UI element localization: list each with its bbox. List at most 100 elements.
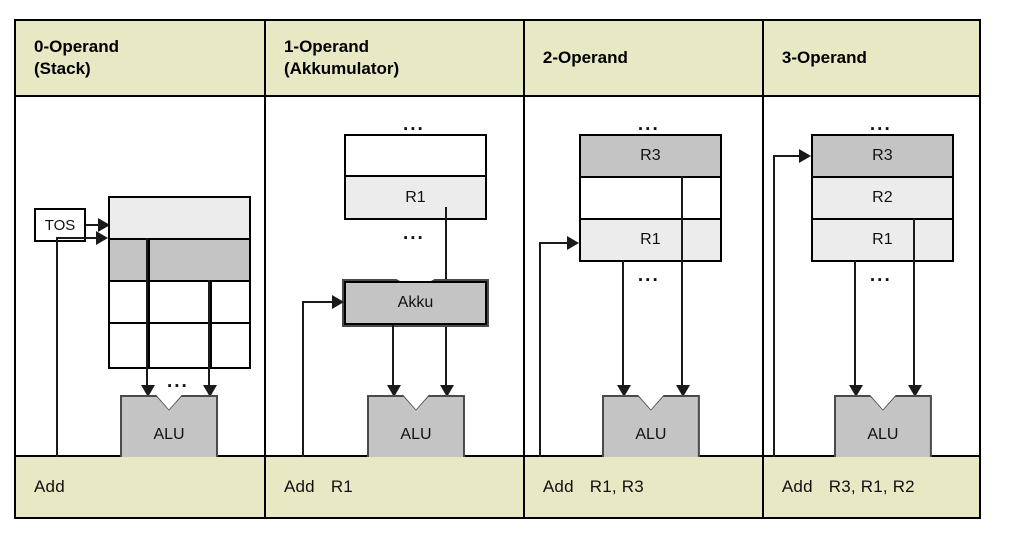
- register-cell-r3: R3: [580, 136, 720, 178]
- instruction-operands-1: R1: [330, 477, 353, 496]
- register-top-ellipsis: ...: [869, 114, 892, 135]
- instruction-cell-2-operand: Add R1, R3: [524, 457, 764, 517]
- operand-arrowhead-right: [907, 385, 922, 397]
- operand-comparison-table: 0-Operand (Stack) 1-Operand (Akkumulator…: [14, 19, 981, 519]
- feedback-arrow-head: [566, 236, 579, 250]
- register-bottom-ellipsis: ...: [869, 265, 892, 286]
- alu-label: ALU: [153, 426, 185, 443]
- operand-wire-right: [680, 176, 683, 388]
- accumulator-feedback-arrowhead: [331, 295, 344, 309]
- instruction-mnemonic-3: Add: [781, 477, 813, 496]
- alu-block: ALU: [603, 397, 698, 459]
- stack-machine-diagram: TOS: [16, 97, 264, 486]
- feedback-arrow-line: [772, 155, 805, 157]
- stack-divider-left: [148, 240, 150, 367]
- header-cell-2-operand: 2-Operand: [524, 21, 764, 95]
- table-instruction-row: Add Add R1 Add R1, R3 Add R3, R1, R2: [16, 457, 979, 517]
- register-cell-r1: R1: [345, 177, 485, 218]
- tos-arrow-line: [86, 224, 100, 226]
- operand-wire-right: [208, 280, 210, 388]
- accumulator-box: Akku: [343, 281, 487, 325]
- instruction-mnemonic-1: Add: [283, 477, 315, 496]
- operand-arrowhead-left: [848, 385, 863, 397]
- register-top-ellipsis: ...: [637, 114, 660, 135]
- operand-arrowhead-right: [203, 385, 217, 397]
- register-cell-empty: [580, 178, 720, 220]
- diagram-cell-3-operand: ... R3 R2 R1 ...: [763, 97, 979, 486]
- accumulator-feedback-line: [301, 301, 340, 303]
- diagram-cell-0-operand: TOS: [16, 97, 266, 486]
- result-wire-up: [301, 301, 304, 486]
- diagram-cell-1-operand: ... R1 ... Akku: [265, 97, 525, 486]
- feedback-arrow-line: [538, 242, 575, 244]
- register-operand-arrowhead: [439, 385, 454, 397]
- operand-wire-left: [621, 260, 624, 388]
- register-cell-r2: R2: [812, 178, 952, 220]
- tos-label-text: TOS: [44, 216, 76, 234]
- header-title-0-operand: 0-Operand (Stack): [34, 37, 120, 78]
- accumulator-to-alu-arrowhead: [386, 385, 401, 397]
- operand-arrowhead-right: [675, 385, 690, 397]
- stack-cell-1: [110, 240, 249, 282]
- register-bottom-ellipsis: ...: [637, 265, 660, 286]
- register-file-box: R3 R1: [578, 134, 722, 262]
- register-cell-r1: R1: [580, 220, 720, 260]
- result-wire-up: [538, 242, 541, 486]
- register-file-box: R3 R2 R1: [810, 134, 954, 262]
- instruction-operands-3: R3, R1, R2: [828, 477, 915, 496]
- register-cell-r2-label: R2: [872, 189, 893, 206]
- instruction-operands-2: R1, R3: [589, 477, 644, 496]
- accumulator-label: Akku: [397, 294, 434, 311]
- alu-block: ALU: [835, 397, 930, 459]
- stack-cell-3: [110, 324, 249, 367]
- register-file-box: R1: [343, 134, 487, 220]
- operand-arrowhead-left: [141, 385, 155, 397]
- alu-label: ALU: [400, 426, 432, 443]
- header-title-2-operand: 2-Operand: [542, 48, 628, 68]
- register-cell-r1-label: R1: [872, 231, 893, 248]
- result-wire-up: [56, 237, 58, 486]
- feedback-arrow-head: [798, 149, 811, 163]
- tos-label-box: TOS: [34, 208, 86, 242]
- register-cell-0: [345, 136, 485, 177]
- instruction-cell-0-operand: Add: [16, 457, 266, 517]
- instruction-mnemonic-0: Add: [34, 477, 65, 496]
- feedback-arrow-line: [56, 237, 104, 239]
- register-cell-r1-label: R1: [405, 188, 426, 206]
- alu-label: ALU: [635, 426, 667, 443]
- register-bottom-ellipsis: ...: [402, 223, 425, 244]
- alu-block: ALU: [122, 397, 216, 459]
- alu-label: ALU: [867, 426, 899, 443]
- accumulator-machine-diagram: ... R1 ... Akku: [266, 97, 523, 486]
- stack-divider-right: [210, 282, 212, 367]
- accumulator-to-alu-wire: [391, 325, 394, 388]
- register-top-ellipsis: ...: [402, 114, 425, 135]
- register-cell-r3-label: R3: [640, 147, 661, 164]
- header-title-1-operand: 1-Operand (Akkumulator): [283, 37, 400, 78]
- stack-memory-box: [108, 196, 251, 369]
- header-title-3-operand: 3-Operand: [781, 48, 867, 68]
- header-cell-1-operand: 1-Operand (Akkumulator): [265, 21, 525, 95]
- three-operand-machine-diagram: ... R3 R2 R1 ...: [764, 97, 979, 486]
- instruction-mnemonic-2: Add: [542, 477, 574, 496]
- result-wire-up: [772, 155, 775, 486]
- table-diagram-row: TOS: [16, 97, 979, 486]
- two-operand-machine-diagram: ... R3 R1 ...: [525, 97, 762, 486]
- stack-cell-0: [110, 198, 249, 240]
- instruction-cell-1-operand: Add R1: [265, 457, 525, 517]
- diagram-cell-2-operand: ... R3 R1 ...: [524, 97, 764, 486]
- operand-wire-left: [146, 238, 148, 388]
- header-cell-0-operand: 0-Operand (Stack): [16, 21, 266, 95]
- instruction-cell-3-operand: Add R3, R1, R2: [763, 457, 979, 517]
- operand-wire-left: [853, 260, 856, 388]
- table-header-row: 0-Operand (Stack) 1-Operand (Akkumulator…: [16, 21, 979, 97]
- operand-arrowhead-left: [616, 385, 631, 397]
- register-cell-r1: R1: [812, 220, 952, 260]
- stack-ellipsis: ...: [167, 371, 189, 392]
- register-cell-r1-label: R1: [640, 231, 661, 248]
- register-cell-r3: R3: [812, 136, 952, 178]
- header-cell-3-operand: 3-Operand: [763, 21, 979, 95]
- stack-cell-2: [110, 282, 249, 324]
- tos-arrow-head: [98, 218, 110, 232]
- feedback-arrow-head: [96, 231, 108, 245]
